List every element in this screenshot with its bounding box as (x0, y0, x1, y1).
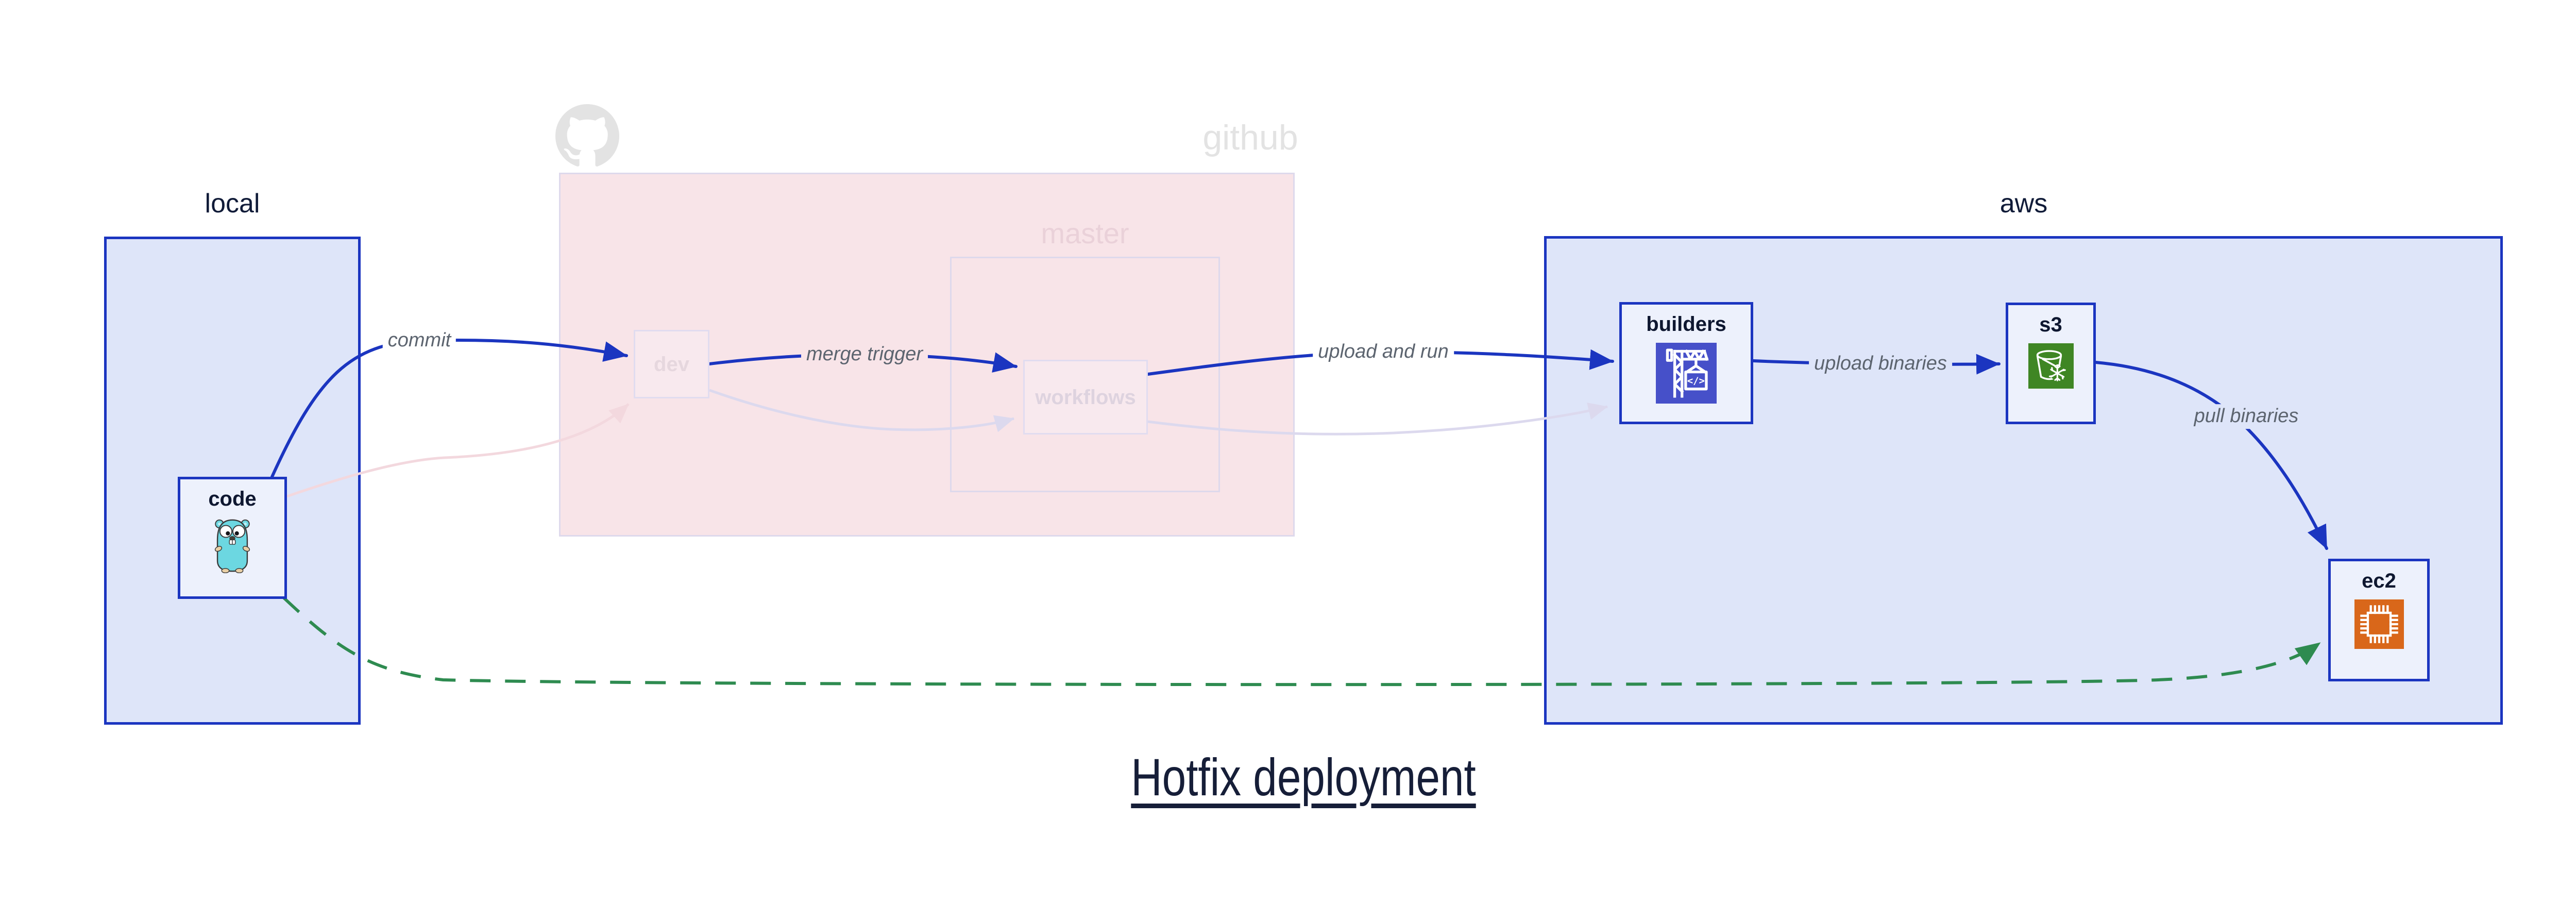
node-ec2: ec2 (2328, 559, 2430, 681)
gopher-icon (212, 517, 252, 576)
ec2-chip-icon (2354, 599, 2404, 652)
region-label-local: local (205, 189, 260, 219)
node-code: code (178, 477, 287, 599)
region-master (950, 257, 1220, 492)
diagram-title: Hotfix deployment (1131, 748, 1476, 807)
codebuild-crane-icon: </> (1656, 343, 1717, 406)
region-label-github: github (1202, 118, 1298, 157)
edge-label-merge-trigger: merge trigger (801, 342, 928, 367)
region-label-aws: aws (1999, 189, 2048, 219)
edge-label-upload-and-run: upload and run (1313, 340, 1454, 364)
edge-label-pull-binaries: pull binaries (2189, 404, 2304, 429)
node-workflows-label: workflows (1035, 386, 1136, 409)
node-s3-label: s3 (2039, 313, 2062, 336)
edge-pull-binaries (2094, 361, 2328, 550)
node-s3: s3 (2006, 303, 2096, 424)
edge-hotfix-dashed (282, 596, 2321, 687)
node-workflows: workflows (1023, 360, 1148, 435)
edge-faded-workflows-to-builders (1147, 403, 1608, 436)
svg-text:</>: </> (1687, 375, 1705, 387)
edge-faded-code-to-dev (286, 403, 630, 498)
edge-label-upload-binaries: upload binaries (1809, 352, 1952, 376)
edge-faded-dev-to-workflows (709, 389, 1014, 432)
edge-label-commit: commit (382, 328, 456, 353)
node-builders-label: builders (1646, 313, 1726, 336)
node-builders: builders </> (1619, 302, 1753, 424)
glacier-bucket-icon (2028, 343, 2074, 391)
node-dev-label: dev (654, 353, 689, 376)
octocat-icon (555, 104, 619, 168)
node-dev: dev (634, 330, 709, 398)
node-ec2-label: ec2 (2362, 570, 2396, 592)
region-label-master: master (1041, 217, 1129, 249)
node-code-label: code (208, 488, 257, 510)
